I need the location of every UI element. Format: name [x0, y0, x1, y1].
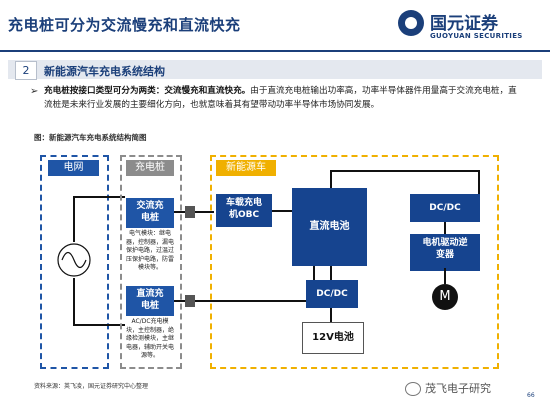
ev-group	[210, 155, 499, 369]
section-number: 2	[15, 61, 37, 80]
dcdc-to-inverter	[444, 222, 446, 234]
logo-text: 国元证券	[430, 14, 498, 34]
watermark: 茂飞电子研究	[425, 382, 491, 395]
dc-input-to-battery	[214, 300, 314, 302]
logo-icon	[398, 10, 424, 36]
grid-label: 电网	[48, 160, 99, 176]
header-divider	[0, 50, 550, 52]
grid-wire-left-bottom	[73, 278, 75, 324]
dcdc-top-block: DC/DC	[410, 194, 480, 222]
ac-plug-icon	[185, 206, 195, 218]
charger-label: 充电桩	[126, 160, 174, 176]
ac-pile-note: 电气模块：继电器，控制器，漏电保护电路，过温过压保护电路，防雷模块等。	[126, 230, 175, 272]
grid-wire-top	[73, 196, 125, 198]
figure-caption: 图：新能源汽车充电系统结构简图	[34, 133, 147, 142]
dc-plug-icon	[185, 295, 195, 307]
dcdc-mid-block: DC/DC	[306, 280, 358, 308]
bullet-bold-lead: 充电桩按接口类型可分为两类：交流慢充和直流快充。	[44, 86, 251, 96]
obc-to-battery	[272, 210, 292, 212]
battery-12v-block: 12V电池	[302, 322, 364, 354]
page-number: 66	[527, 392, 535, 399]
page-title: 充电桩可分为交流慢充和直流快充	[8, 16, 241, 34]
obc-block: 车载充电 机OBC	[216, 194, 272, 227]
dcdc-to-12v	[330, 308, 332, 322]
section-title: 新能源汽车充电系统结构	[44, 65, 165, 78]
grid-wire-bottom	[73, 324, 125, 326]
ev-label: 新能源车	[216, 160, 276, 176]
top-bus-drop	[478, 170, 480, 194]
grid-group	[40, 155, 109, 369]
charging-diagram: 电网 充电桩 交流充 电桩 电气模块：继电器，控制器，漏电保护电路，过温过压保护…	[40, 150, 500, 375]
dc-pile-note: AC/DC充电模块，主控制器，绝缘检测模块，主继电器，辅助开关电源等。	[126, 318, 175, 360]
section-bar	[8, 60, 542, 79]
logo-subtext: GUOYUAN SECURITIES	[430, 32, 523, 40]
battery-to-inverter-top	[330, 170, 332, 188]
inverter-to-motor	[444, 268, 446, 284]
inverter-block: 电机驱动逆 变器	[410, 234, 480, 271]
wechat-icon	[405, 382, 421, 396]
top-bus	[330, 170, 480, 172]
source-note: 资料来源：英飞凌，国元证券研究中心整理	[34, 383, 149, 390]
charger-group	[120, 155, 182, 369]
motor-icon: M	[432, 284, 458, 310]
dc-charging-pile: 直流充 电桩	[126, 286, 174, 316]
bullet-paragraph: 充电桩按接口类型可分为两类：交流慢充和直流快充。由于直流充电桩输出功率高，功率半…	[44, 85, 522, 112]
ac-source-icon	[57, 243, 91, 277]
battery-to-dcdc	[330, 266, 332, 280]
dc-battery-block: 直流电池	[292, 188, 367, 266]
ac-charging-pile: 交流充 电桩	[126, 198, 174, 228]
bullet-body: 由于直流充电桩输出功率高，功率半导体器件用量高于交流充电桩，直流桩是未来行业发展…	[44, 86, 517, 110]
grid-wire-left-top	[73, 196, 75, 242]
arrow-bullet-icon: ➢	[30, 86, 39, 97]
